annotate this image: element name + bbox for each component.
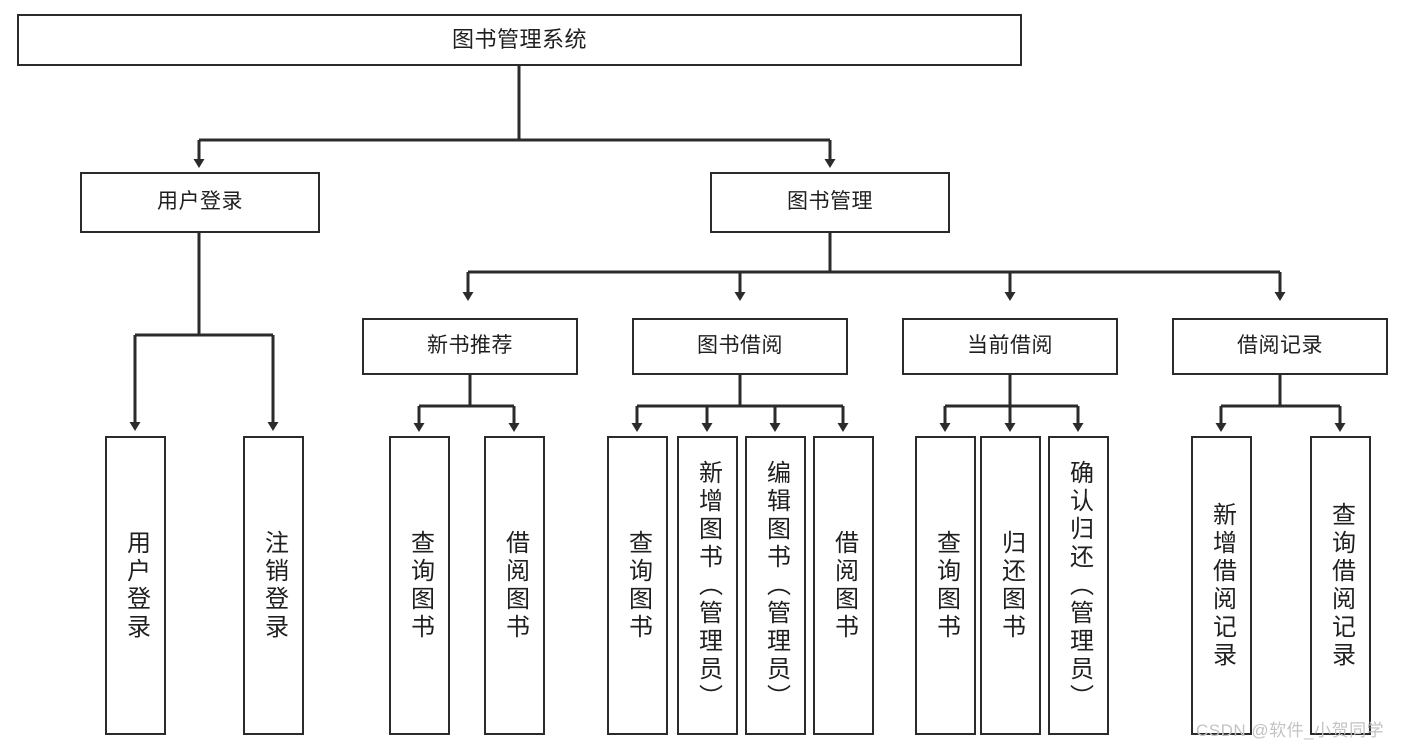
node-label: 新增借阅记录 [1208,501,1236,670]
leaf-current-confirm-return[interactable]: 确认归还（管理员） [1048,436,1109,735]
node-label: 借阅图书 [501,529,529,642]
node-label: 查询图书 [624,529,652,642]
leaf-borrow-query-book[interactable]: 查询图书 [607,436,668,735]
leaf-borrow-borrow-book[interactable]: 借阅图书 [813,436,874,735]
leaf-new-book-borrow[interactable]: 借阅图书 [484,436,545,735]
leaf-borrow-edit-book[interactable]: 编辑图书（管理员） [745,436,806,735]
leaf-current-query-book[interactable]: 查询图书 [915,436,976,735]
node-label: 用户登录 [122,529,150,642]
node-label: 注销登录 [260,529,288,642]
node-label: 图书管理 [787,190,873,214]
node-label: 查询借阅记录 [1327,501,1355,670]
node-label: 当前借阅 [967,334,1053,358]
node-label: 借阅图书 [830,529,858,642]
watermark-credit: CSDN @软件_小贺同学 [1196,721,1385,740]
node-label: 查询图书 [932,529,960,642]
node-label: 确认归还（管理员） [1065,459,1093,712]
node-book-management[interactable]: 图书管理 [710,172,950,233]
node-label: 归还图书 [997,529,1025,642]
node-label: 编辑图书（管理员） [762,459,790,712]
leaf-record-add[interactable]: 新增借阅记录 [1191,436,1252,735]
node-current-borrow[interactable]: 当前借阅 [902,318,1118,375]
node-label: 用户登录 [157,190,243,214]
node-label: 新增图书（管理员） [694,459,722,712]
node-label: 图书管理系统 [451,27,587,53]
leaf-user-login-logout[interactable]: 注销登录 [243,436,304,735]
leaf-new-book-query[interactable]: 查询图书 [389,436,450,735]
node-borrow-record[interactable]: 借阅记录 [1172,318,1388,375]
node-label: 新书推荐 [427,334,513,358]
node-book-borrow[interactable]: 图书借阅 [632,318,848,375]
node-label: 借阅记录 [1237,334,1323,358]
node-user-login[interactable]: 用户登录 [80,172,320,233]
leaf-current-return-book[interactable]: 归还图书 [980,436,1041,735]
node-label: 图书借阅 [697,334,783,358]
leaf-user-login-login[interactable]: 用户登录 [105,436,166,735]
leaf-record-query[interactable]: 查询借阅记录 [1310,436,1371,735]
leaf-borrow-add-book[interactable]: 新增图书（管理员） [677,436,738,735]
node-root-system[interactable]: 图书管理系统 [17,14,1022,66]
node-label: 查询图书 [406,529,434,642]
node-new-book-recommend[interactable]: 新书推荐 [362,318,578,375]
